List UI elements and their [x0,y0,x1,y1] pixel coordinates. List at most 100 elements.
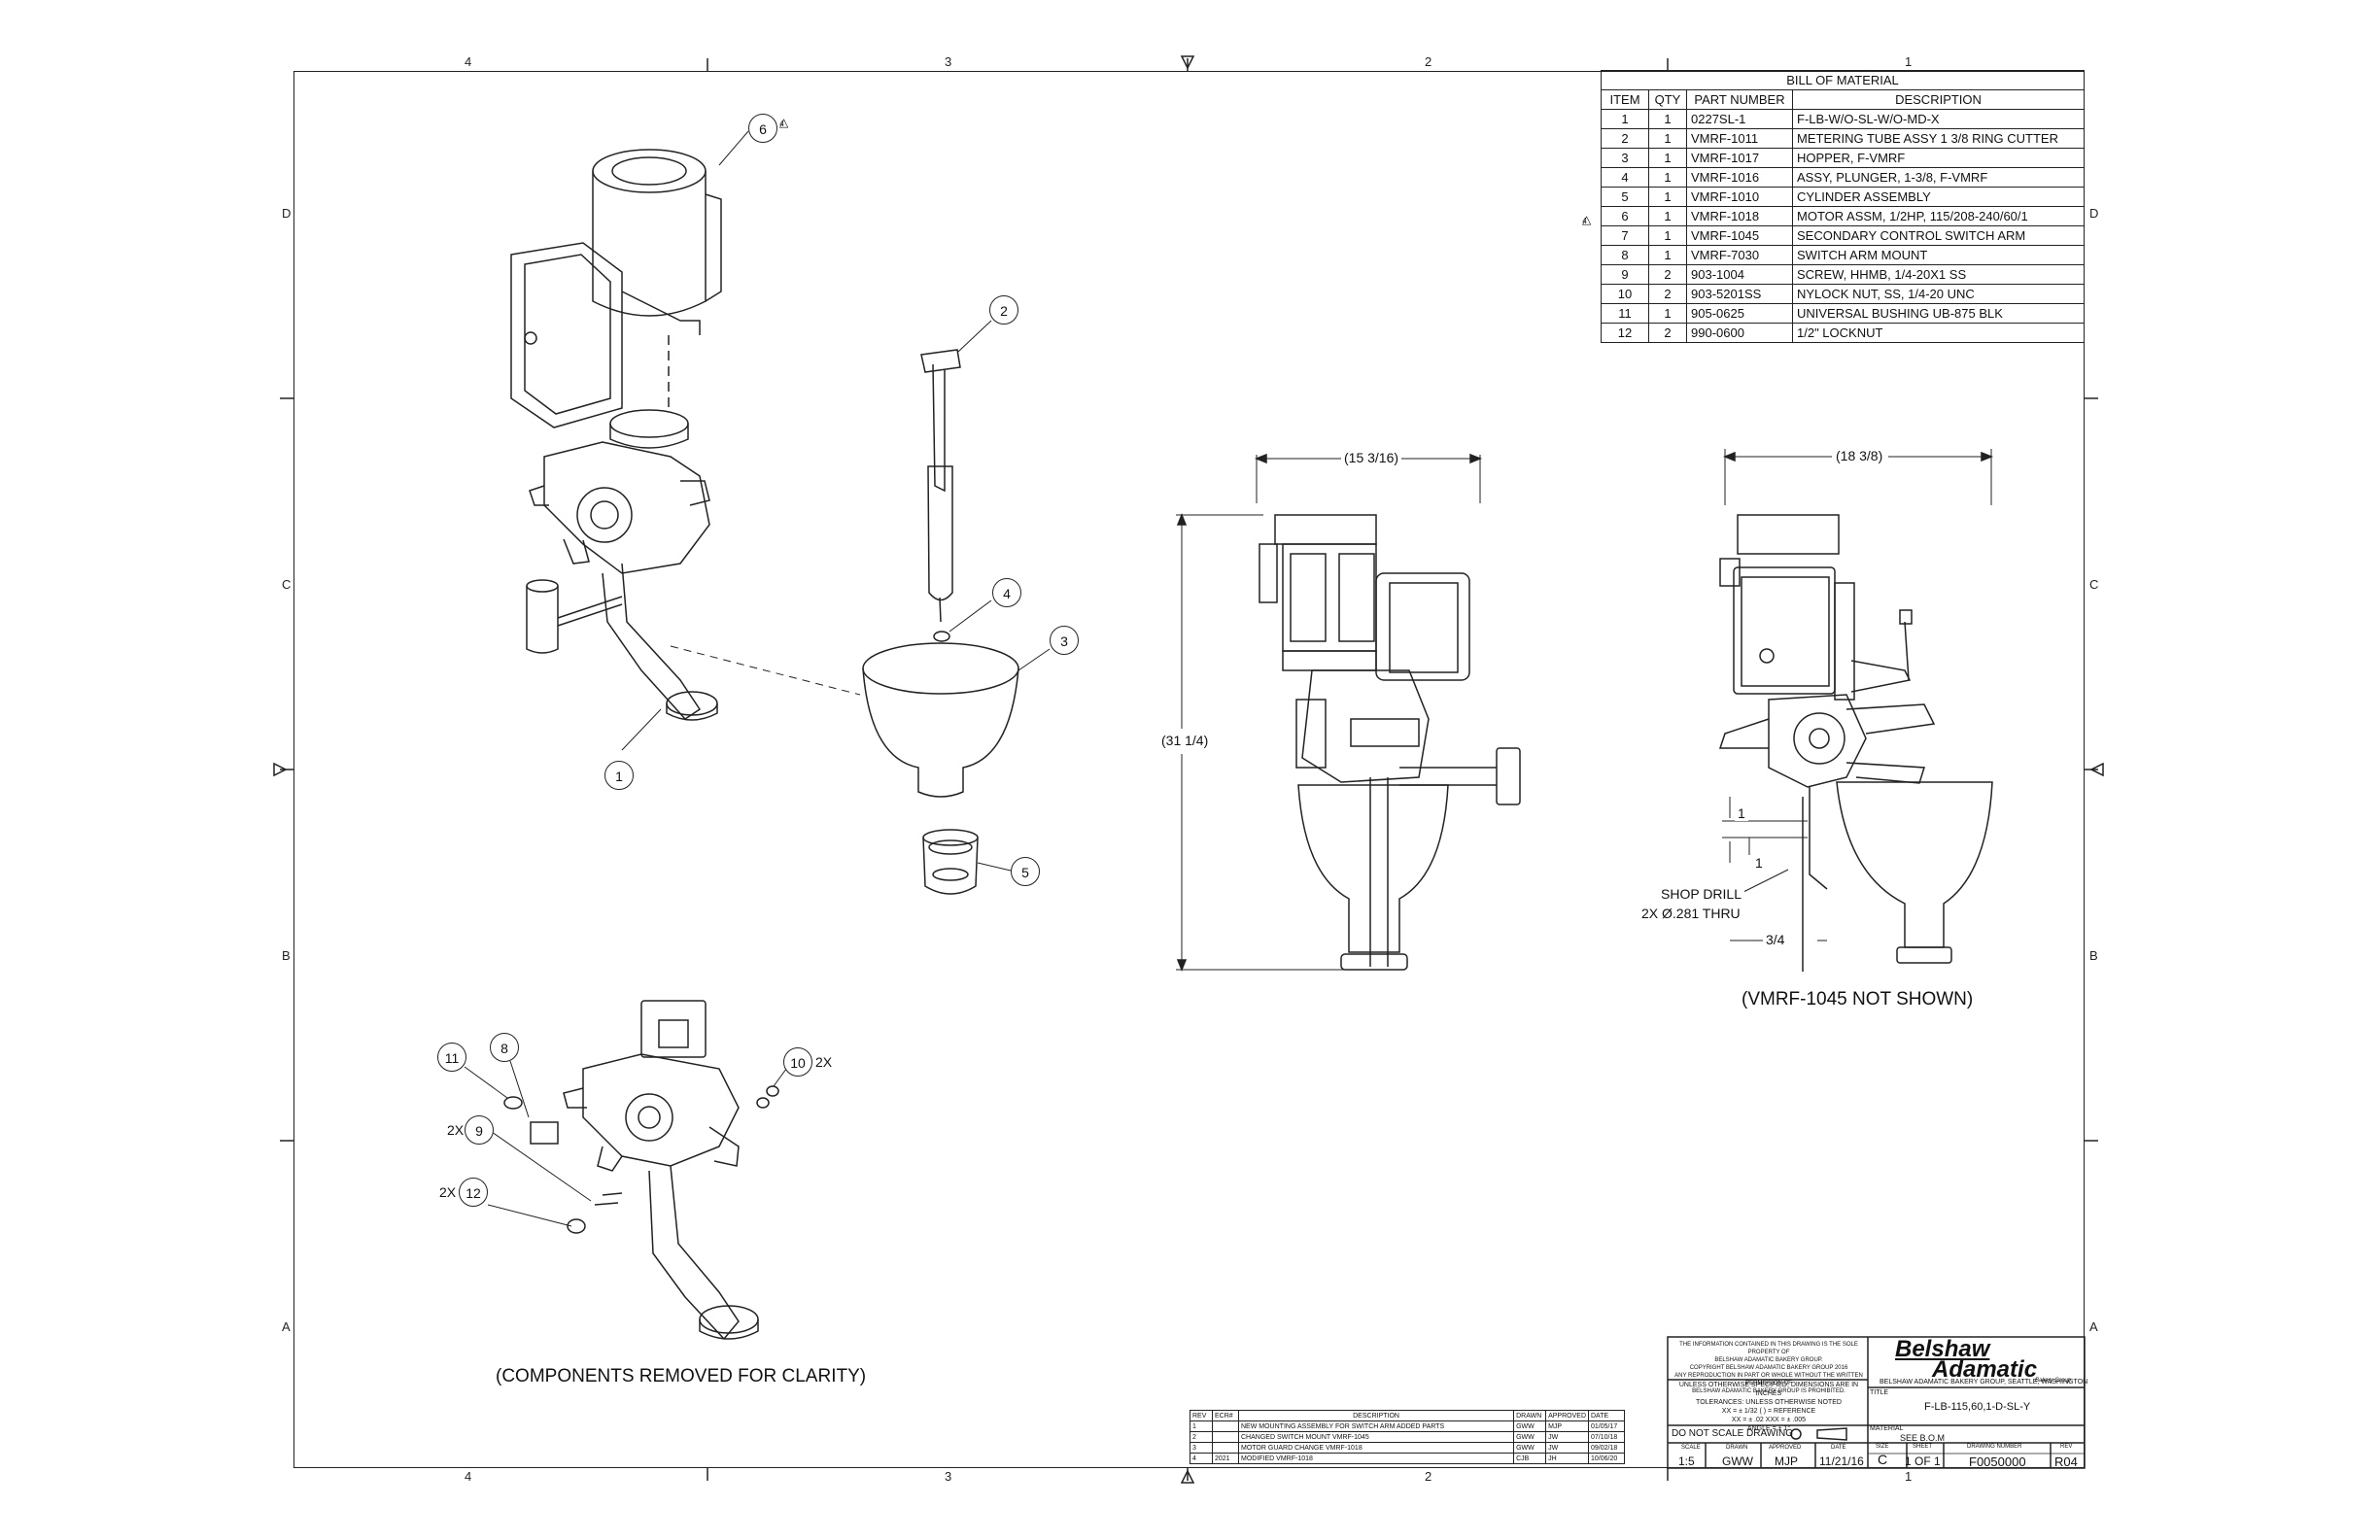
bom-header-description: DESCRIPTION [1792,89,2085,110]
note-components-removed: (COMPONENTS REMOVED FOR CLARITY) [496,1366,867,1386]
bom-item: 2 [1601,128,1649,149]
revision-triangle-number: 4 [779,120,784,128]
rev-approved: MJP [1545,1420,1589,1432]
qty-label-12: 2X [439,1184,457,1200]
bom-description: ASSY, PLUNGER, 1-3/8, F-VMRF [1792,167,2085,188]
tol-line-3: XX = ± 1/32 ( ) = REFERENCE [1721,1408,1816,1415]
bom-qty: 2 [1648,323,1687,343]
material-value: SEE B.O.M [1900,1433,1946,1443]
bom-qty: 2 [1648,284,1687,304]
bom-qty: 1 [1648,148,1687,168]
bom-description: 1/2" LOCKNUT [1792,323,2085,343]
approved-label: APPROVED [1769,1445,1802,1451]
rev-approved: JW [1545,1442,1589,1454]
bom-qty: 1 [1648,167,1687,188]
zone-bottom-3: 3 [945,1469,952,1484]
prop-line-1: THE INFORMATION CONTAINED IN THIS DRAWIN… [1679,1342,1858,1355]
dimension-front-height: (31 1/4) [1158,733,1212,748]
balloon-2: 2 [989,295,1018,325]
zone-bottom-1: 1 [1905,1469,1913,1484]
sheet-value: 1 OF 1 [1905,1454,1941,1468]
rev-header-ecr: ECR# [1212,1410,1239,1421]
bom-header-item: ITEM [1601,89,1649,110]
bom-part-number: VMRF-1045 [1686,225,1793,246]
bom-qty: 1 [1648,109,1687,129]
zone-left-d: D [282,206,292,221]
rev-number: 4 [1190,1453,1213,1464]
balloon-10: 10 [783,1047,812,1077]
bom-header-part-number: PART NUMBER [1686,89,1793,110]
bom-item: 3 [1601,148,1649,168]
rev-number: 1 [1190,1420,1213,1432]
tol-line-5: ANGLE = ± 1° [1746,1425,1791,1432]
balloon-12: 12 [459,1178,488,1207]
drawing-number: F0050000 [1969,1454,2026,1469]
scale-label: SCALE [1681,1445,1701,1451]
drawing-title: F-LB-115,60,1-D-SL-Y [1924,1401,2031,1413]
rev-label: REV [2060,1444,2073,1450]
zone-top-2: 2 [1425,54,1432,69]
zone-left-c: C [282,577,292,592]
rev-date: 09/02/18 [1588,1442,1625,1454]
bom-description: SECONDARY CONTROL SWITCH ARM [1792,225,2085,246]
bom-item: 8 [1601,245,1649,265]
bom-qty: 1 [1648,128,1687,149]
tol-line-2: TOLERANCES: UNLESS OTHERWISE NOTED [1696,1399,1842,1406]
rev-number: 2 [1190,1431,1213,1443]
bill-of-material-table: BILL OF MATERIAL ITEM QTY PART NUMBER DE… [1601,70,2085,343]
rev-date: 01/05/17 [1588,1420,1625,1432]
rev-description: MOTOR GUARD CHANGE VMRF-1018 [1237,1442,1515,1454]
bom-description: SCREW, HHMB, 1/4-20X1 SS [1792,264,2085,285]
drill-size-note: 2X Ø.281 THRU [1638,906,1743,921]
rev-ecr [1212,1431,1239,1443]
logo-adamatic: Adamatic [1932,1356,2038,1383]
size-label: SIZE [1876,1444,1889,1450]
prop-line-4: ANY REPRODUCTION IN PART OR WHOLE WITHOU… [1674,1373,1863,1386]
rev-description: MODIFIED VMRF-1018 [1237,1453,1515,1464]
balloon-1: 1 [604,761,634,790]
bom-item: 9 [1601,264,1649,285]
bom-description: HOPPER, F-VMRF [1792,148,2085,168]
bom-qty: 1 [1648,245,1687,265]
revision-triangle: △4 [779,116,789,129]
bom-description: SWITCH ARM MOUNT [1792,245,2085,265]
scale-value: 1:5 [1678,1454,1695,1468]
prop-line-2: BELSHAW ADAMATIC BAKERY GROUP. [1714,1357,1823,1363]
zone-left-a: A [282,1319,291,1334]
bom-description: F-LB-W/O-SL-W/O-MD-X [1792,109,2085,129]
zone-top-1: 1 [1905,54,1913,69]
bom-part-number: 903-5201SS [1686,284,1793,304]
drawn-value: GWW [1722,1454,1753,1468]
dimension-front-width: (15 3/16) [1341,450,1402,465]
bom-description: NYLOCK NUT, SS, 1/4-20 UNC [1792,284,2085,304]
rev-header-drawn: DRAWN [1513,1410,1547,1421]
rev-ecr: 2021 [1212,1453,1239,1464]
bom-part-number: 0227SL-1 [1686,109,1793,129]
rev-date: 10/06/20 [1588,1453,1625,1464]
bom-description: CYLINDER ASSEMBLY [1792,187,2085,207]
shop-drill-note: SHOP DRILL [1658,886,1744,902]
bom-revision-flag: △4 [1582,213,1592,226]
rev-header-date: DATE [1588,1410,1625,1421]
company-line: BELSHAW ADAMATIC BAKERY GROUP, SEATTLE, … [1880,1379,2088,1386]
rev-header-approved: APPROVED [1545,1410,1589,1421]
title-label: TITLE [1870,1389,1889,1396]
balloon-3: 3 [1050,626,1079,655]
tol-line-1: UNLESS OTHERWISE SPECIFIED, DIMENSIONS A… [1678,1382,1859,1397]
tolerance-block: UNLESS OTHERWISE SPECIFIED, DIMENSIONS A… [1672,1381,1866,1433]
rev-description: CHANGED SWITCH MOUNT VMRF-1045 [1237,1431,1515,1443]
bom-item: 12 [1601,323,1649,343]
rev-ecr [1212,1442,1239,1454]
dimension-side-width: (18 3/8) [1833,448,1886,463]
rev-date: 07/10/18 [1588,1431,1625,1443]
bom-item: 11 [1601,303,1649,324]
qty-label-9: 2X [447,1122,465,1138]
bom-item: 7 [1601,225,1649,246]
